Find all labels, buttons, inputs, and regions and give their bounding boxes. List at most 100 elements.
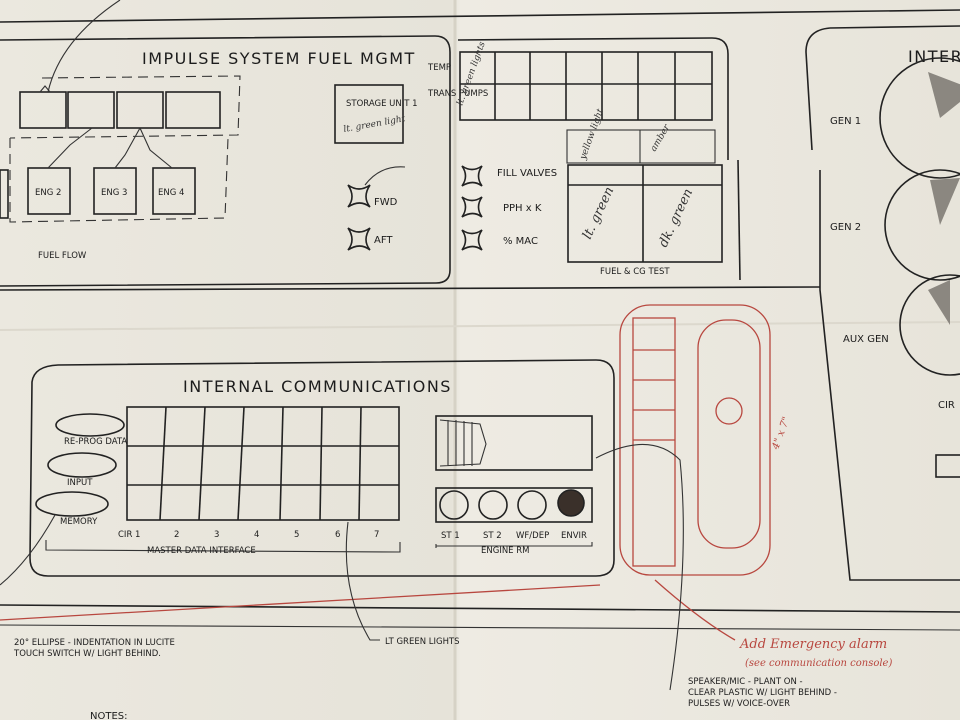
master-data-label: MASTER DATA INTERFACE — [147, 546, 256, 556]
speaker-note-line-2: CLEAR PLASTIC W/ LIGHT BEHIND - — [688, 688, 837, 698]
circuit-label: 2 — [174, 530, 179, 540]
engine-label: WF/DEP — [516, 531, 549, 541]
red-speaker-dot — [715, 397, 743, 425]
internal-comms-panel: INTERNAL COMMUNICATIONS RE-PROG DATA INP… — [29, 359, 615, 577]
engine-1-box-partial[interactable] — [0, 169, 9, 219]
fuel-selector-cell[interactable] — [67, 91, 115, 129]
fuel-line — [47, 127, 93, 169]
speaker-note-line-3: PULSES W/ VOICE-OVER — [688, 699, 790, 709]
speaker-louvers — [439, 419, 487, 467]
grid-col — [198, 406, 206, 521]
wfdep-light[interactable] — [517, 490, 547, 520]
fuel-mgmt-panel: IMPULSE SYSTEM FUEL MGMT ENG 2 ENG 3 ENG… — [0, 35, 741, 287]
gen-2-needle — [930, 178, 960, 225]
frame-line-bottom — [0, 604, 960, 613]
temp-label: TEMP — [427, 63, 451, 73]
speaker-note-line-1: SPEAKER/MIC - PLANT ON - — [688, 677, 803, 687]
fill-valves-button[interactable] — [461, 165, 483, 187]
fuel-flow-frame — [9, 137, 229, 223]
gen-2-gauge — [884, 169, 960, 281]
annotations: 20° ELLIPSE - INDENTATION IN LUCITE TOUC… — [0, 0, 840, 720]
gen-readout-box — [935, 454, 960, 478]
cir-label: CIR — [938, 400, 955, 411]
circuit-label: 6 — [335, 530, 340, 540]
memory-button[interactable] — [35, 491, 109, 517]
fwd-aft-buttons: FWD AFT — [347, 166, 406, 251]
engine-label: ST 2 — [483, 531, 502, 541]
leader-line — [595, 443, 684, 691]
red-speaker-left — [632, 317, 676, 567]
engine-2-box[interactable] — [27, 167, 71, 215]
fwd-star-button[interactable] — [347, 184, 371, 208]
comms-panel-border — [29, 359, 615, 577]
fill-valves-label: FILL VALVES — [497, 168, 557, 179]
aft-star-button[interactable] — [347, 227, 371, 251]
mac-button[interactable] — [461, 229, 483, 251]
engine-2-label: ENG 2 — [35, 188, 61, 198]
red-leader-line — [0, 584, 601, 621]
ellipse-note: 20° ELLIPSE - INDENTATION IN LUCITE TOUC… — [13, 638, 178, 659]
cg-cell-dk-green: dk. green — [656, 186, 696, 249]
reprog-data-button[interactable] — [55, 413, 125, 437]
cg-top-box — [566, 129, 716, 164]
fuel-selector-cell[interactable] — [116, 91, 164, 129]
fuel-panel-border — [0, 35, 451, 287]
gen-1-needle — [928, 72, 960, 118]
red-speaker-sketch: 4" x 7" Add Emergency alarm (see communi… — [0, 304, 892, 669]
red-speaker-outline — [619, 304, 771, 576]
gen-label: AUX GEN — [843, 334, 889, 345]
circuit-label: 7 — [374, 530, 379, 540]
fuel-cg-test-box — [567, 164, 723, 263]
pph-button[interactable] — [461, 196, 483, 218]
fuel-line — [139, 127, 173, 169]
engine-rm-bracket — [435, 542, 593, 548]
storage-unit-box[interactable] — [334, 84, 404, 144]
mac-label: % MAC — [503, 236, 538, 247]
circuit-label: 4 — [254, 530, 259, 540]
engine-4-label: ENG 4 — [158, 188, 184, 198]
add-alarm-note: Add Emergency alarm — [739, 637, 887, 652]
st2-light[interactable] — [478, 490, 508, 520]
master-data-grid — [126, 406, 400, 521]
memory-label: MEMORY — [60, 517, 98, 527]
grid-col — [358, 406, 362, 521]
valve-buttons: FILL VALVES PPH x K % MAC — [461, 165, 557, 251]
gen-panel-border — [805, 25, 960, 151]
engine-label: ST 1 — [441, 531, 460, 541]
gen-label: GEN 2 — [830, 222, 861, 233]
panel-edge — [737, 159, 741, 281]
leader-line — [0, 514, 56, 586]
storage-unit-label: STORAGE UNIT 1 — [346, 99, 418, 109]
circuit-label: 3 — [214, 530, 219, 540]
storage-unit-note: lt. green light — [343, 114, 407, 135]
fuel-cg-test-label: FUEL & CG TEST — [600, 267, 670, 277]
red-leader-line — [654, 579, 736, 641]
generator-panel: INTER GEN 1 GEN 2 AUX GEN CIR — [805, 25, 960, 581]
frame-line-mid — [0, 286, 821, 291]
speaker-note: SPEAKER/MIC - PLANT ON - CLEAR PLASTIC W… — [688, 677, 840, 709]
lt-green-lights-label: LT GREEN LIGHTS — [385, 637, 460, 647]
comms-panel-title: INTERNAL COMMUNICATIONS — [183, 377, 452, 396]
leader-line — [345, 521, 380, 641]
aft-label: AFT — [374, 235, 393, 246]
paper-fold — [0, 321, 960, 331]
frame-line-bottom-2 — [0, 624, 960, 631]
pph-label: PPH x K — [503, 203, 542, 214]
ellipse-note-line-2: TOUCH SWITCH W/ LIGHT BEHIND. — [13, 649, 161, 659]
arrow-head — [39, 85, 51, 93]
aux-gen-gauge — [899, 274, 960, 376]
input-button[interactable] — [47, 452, 117, 478]
st1-light[interactable] — [439, 490, 469, 520]
fuel-selector-cell[interactable] — [165, 91, 221, 129]
circuit-label: CIR 1 — [118, 530, 140, 540]
see-comm-note: (see communication console) — [745, 658, 892, 669]
engine-label: ENVIR — [561, 531, 587, 541]
gen-1-gauge — [879, 57, 960, 179]
fuel-selector-cell[interactable] — [19, 91, 67, 129]
engine-4-box[interactable] — [152, 167, 196, 215]
envir-light[interactable] — [557, 489, 585, 517]
master-data-bracket — [45, 540, 401, 553]
engine-rm-strip — [435, 487, 593, 523]
pump-grid — [459, 51, 713, 121]
input-label: INPUT — [67, 478, 93, 488]
